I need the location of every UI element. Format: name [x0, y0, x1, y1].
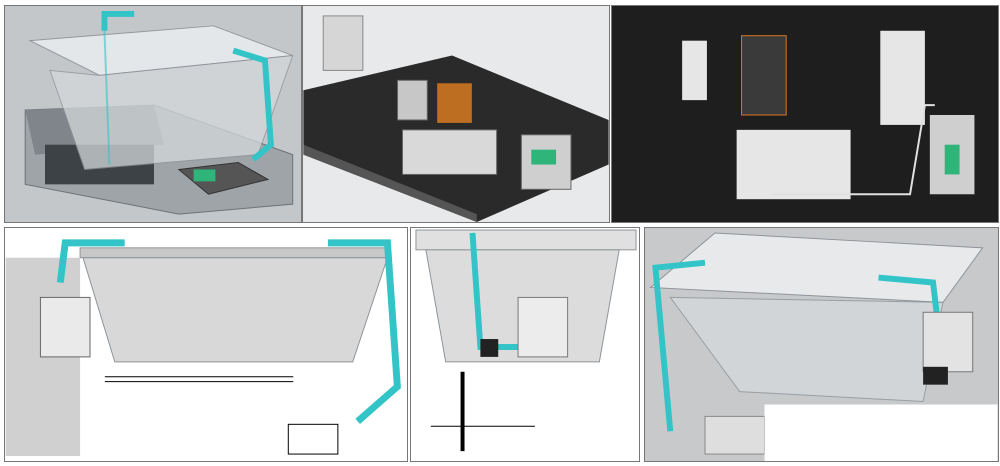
tub-perspective-with-pump-illustration — [645, 228, 998, 461]
tub-side-elevation-illustration — [411, 228, 639, 461]
control-board-schematic-panel — [611, 5, 999, 223]
tub-front-elevation-panel — [4, 227, 408, 462]
tub-perspective-with-pump-panel — [644, 227, 999, 462]
control-cabinet-interior-illustration — [303, 6, 609, 222]
tub-assembly-overview-illustration — [5, 6, 301, 222]
tub-assembly-overview-panel — [4, 5, 302, 223]
control-board-schematic-illustration — [612, 6, 998, 222]
control-cabinet-interior-panel — [302, 5, 610, 223]
tub-front-elevation-illustration — [5, 228, 407, 461]
tub-side-elevation-panel — [410, 227, 640, 462]
